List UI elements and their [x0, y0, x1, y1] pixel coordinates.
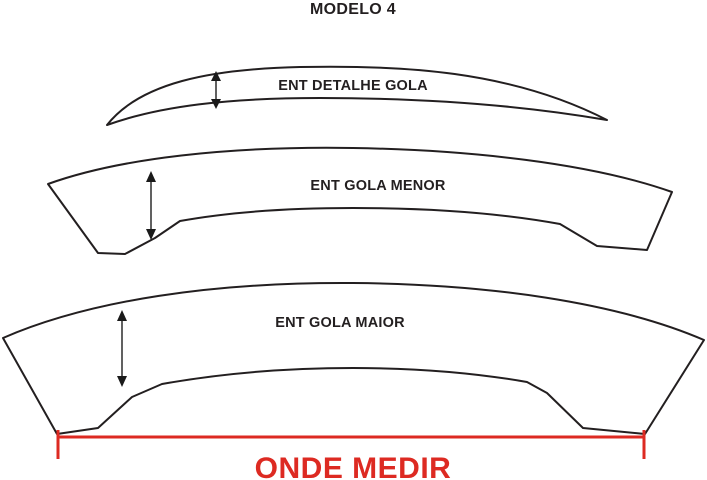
arrow-head-down-icon: [117, 376, 127, 387]
piece-ent-gola-menor: ENT GOLA MENOR: [47, 146, 673, 255]
arrow-head-up-icon: [117, 310, 127, 321]
piece-label-gola-menor: ENT GOLA MENOR: [310, 178, 446, 194]
piece-outline-gola-menor: [47, 146, 673, 255]
arrow-head-down-icon: [211, 99, 221, 109]
arrow-head-up-icon: [211, 71, 221, 81]
measurement-bracket: [56, 430, 646, 459]
dimension-arrow-detalhe-gola: [211, 71, 221, 109]
arrow-head-down-icon: [146, 229, 156, 240]
piece-label-detalhe-gola: ENT DETALHE GOLA: [278, 78, 428, 94]
page-title: MODELO 4: [310, 1, 396, 18]
arrow-head-up-icon: [146, 171, 156, 182]
piece-ent-detalhe-gola: ENT DETALHE GOLA: [106, 65, 608, 126]
piece-outline-gola-maior: [2, 281, 705, 435]
measure-label: ONDE MEDIR: [255, 452, 452, 480]
piece-label-gola-maior: ENT GOLA MAIOR: [275, 315, 405, 331]
piece-outline-detalhe-gola: [106, 65, 608, 126]
piece-ent-gola-maior: ENT GOLA MAIOR: [2, 281, 705, 435]
dimension-arrow-gola-menor: [146, 171, 156, 240]
dimension-arrow-gola-maior: [117, 310, 127, 387]
